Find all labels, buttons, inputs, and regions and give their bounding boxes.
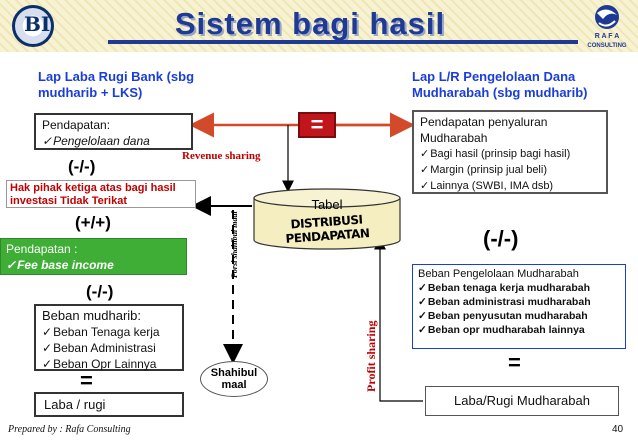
- page-title: Sistem bagi hasil: [174, 6, 446, 41]
- left-income-label: Pendapatan:: [42, 118, 111, 132]
- bank-indonesia-logo-icon: BI: [12, 5, 54, 47]
- revenue-sharing-label: Revenue sharing: [182, 150, 261, 162]
- right-expense-label: Beban Pengelolaan Mudharabah: [418, 268, 579, 280]
- right-income-label: Pendapatan penyaluran Mudharabah: [420, 115, 548, 145]
- left-result-box: Laba / rugi: [34, 392, 184, 417]
- left-expense-box: Beban mudharib: Beban Tenaga kerja Beban…: [34, 304, 184, 371]
- right-equals: =: [508, 350, 521, 375]
- right-income-box: Pendapatan penyaluran Mudharabah Bagi ha…: [412, 110, 608, 194]
- footer-prepared-by: Prepared by : Rafa Consulting: [8, 424, 131, 435]
- fee-income-label: Pendapatan :: [6, 242, 78, 256]
- left-expense-item: Beban Opr Lainnya: [42, 356, 176, 372]
- equals-badge: =: [298, 112, 336, 138]
- right-result-label: Laba/Rugi Mudharabah: [454, 393, 590, 408]
- cylinder-shape: [253, 188, 401, 250]
- left-sign-1: (-/-): [68, 157, 96, 176]
- left-expense-item: Beban Tenaga kerja: [42, 324, 176, 340]
- profit-sharing-label: Profit sharing: [364, 320, 378, 392]
- right-expense-item: Beban penyusutan mudharabah: [418, 309, 620, 323]
- right-heading: Lap L/R Pengelolaan Dana Mudharabah (sbg…: [412, 69, 588, 100]
- porsi-label: Porsi shahibul maal: [230, 211, 239, 278]
- right-sign: (-/-): [483, 226, 519, 251]
- rafa-logo-sub: CONSULTING: [587, 43, 627, 49]
- left-heading: Lap Laba Rugi Bank (sbg mudharib + LKS): [38, 69, 195, 100]
- fee-income-box: Pendapatan : Fee base income: [0, 238, 187, 275]
- left-expense-label: Beban mudharib:: [42, 308, 142, 323]
- left-result-label: Laba / rugi: [44, 397, 106, 412]
- left-expense-item: Beban Administrasi: [42, 340, 176, 356]
- right-expense-item: Beban tenaga kerja mudharabah: [418, 281, 620, 295]
- right-expense-item: Beban administrasi mudharabah: [418, 295, 620, 309]
- left-income-box: Pendapatan: Pengelolaan dana: [34, 113, 193, 150]
- distribution-table: Tabel DISTRIBUSI PENDAPATAN: [252, 188, 402, 250]
- right-income-item: Bagi hasil (prinsip bagi hasil): [420, 146, 600, 162]
- right-expense-box: Beban Pengelolaan Mudharabah Beban tenag…: [412, 264, 626, 349]
- left-sign-3: (-/-): [86, 282, 114, 301]
- profit-sharing-line: [379, 248, 423, 402]
- left-sign-2: (+/+): [75, 213, 111, 232]
- right-income-item: Margin (prinsip jual beli): [420, 162, 600, 178]
- rafa-swirl-icon: R A F A CONSULTING: [587, 5, 627, 49]
- left-equals: =: [80, 368, 93, 393]
- left-income-item: Pengelolaan dana: [42, 133, 185, 149]
- rafa-logo-text: R A F A: [595, 33, 620, 40]
- header-underline: [108, 40, 578, 44]
- page-number: 40: [612, 424, 624, 435]
- fee-income-item: Fee base income: [6, 257, 181, 273]
- right-income-item: Lainnya (SWBI, IMA dsb): [420, 178, 600, 194]
- right-expense-item: Beban opr mudharabah lainnya: [418, 323, 620, 337]
- third-party-rights: Hak pihak ketiga atas bagi hasil investa…: [6, 180, 196, 208]
- rafa-consulting-logo: R A F A CONSULTING: [585, 3, 629, 49]
- shahibul-maal-node: Shahibul maal: [200, 361, 268, 397]
- table-label: Tabel: [311, 197, 343, 212]
- right-result-box: Laba/Rugi Mudharabah: [425, 386, 619, 416]
